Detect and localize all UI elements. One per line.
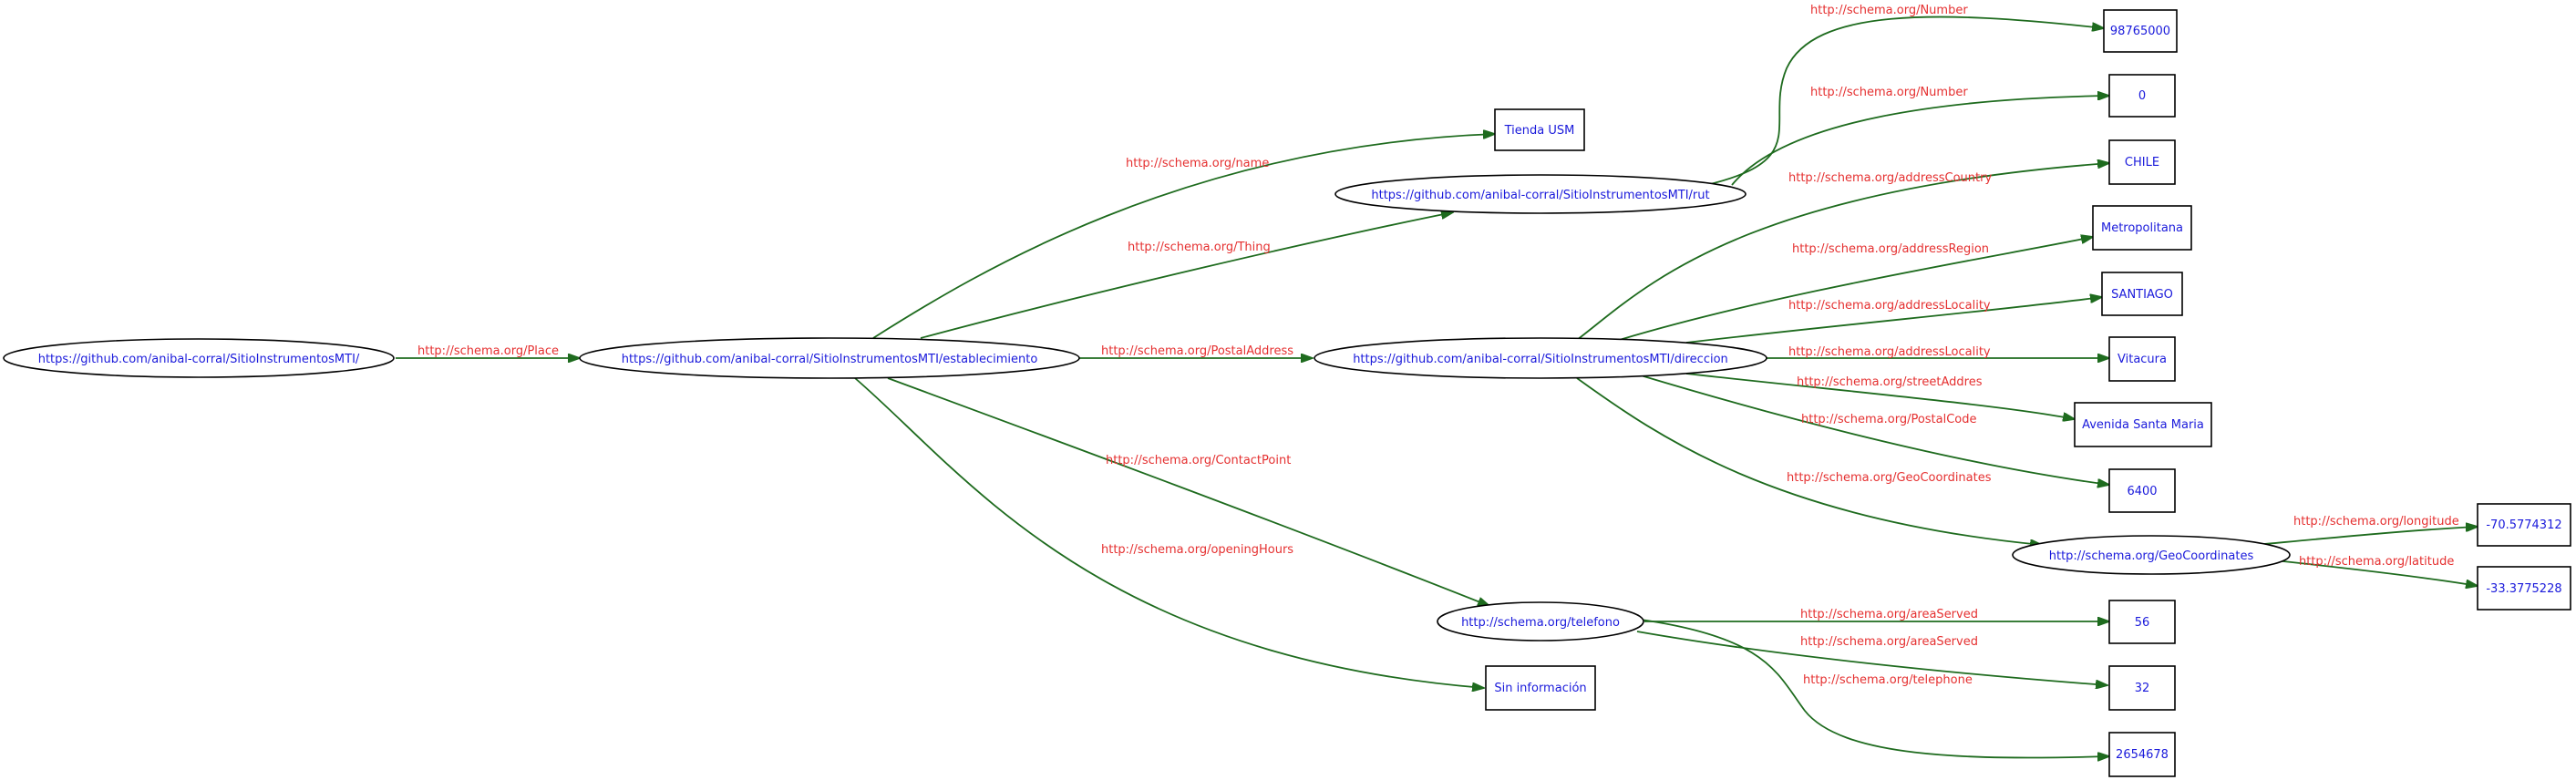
literal-locality-2-label: Vitacura	[2117, 353, 2167, 366]
literal-locality-1: SANTIAGO	[2101, 272, 2183, 316]
edge-label-area-served-2: http://schema.org/areaServed	[1800, 635, 1978, 649]
edge-address-region	[1613, 237, 2093, 343]
literal-country-label: CHILE	[2125, 156, 2159, 169]
edge-label-address-region: http://schema.org/addressRegion	[1792, 242, 1989, 256]
edge-label-contact-point: http://schema.org/ContactPoint	[1106, 454, 1291, 467]
node-establecimiento-label: https://github.com/anibal-corral/SitioIn…	[622, 353, 1038, 366]
literal-locality-1-label: SANTIAGO	[2111, 288, 2173, 302]
literal-longitude: -70.5774312	[2477, 503, 2571, 547]
edge-label-thing: http://schema.org/Thing	[1128, 241, 1271, 254]
edge-thing	[920, 212, 1453, 339]
edge-number-2	[1731, 96, 2109, 186]
edge-label-address-locality-2: http://schema.org/addressLocality	[1788, 345, 1991, 359]
edge-label-number-1: http://schema.org/Number	[1810, 4, 1968, 17]
literal-postal-label: 6400	[2127, 485, 2157, 498]
literal-area-1: 56	[2108, 600, 2176, 644]
node-telefono-label: http://schema.org/telefono	[1461, 616, 1620, 630]
edge-postal-code	[1640, 375, 2109, 485]
edge-label-address-country: http://schema.org/addressCountry	[1788, 171, 1992, 185]
edge-street-address	[1685, 373, 2075, 419]
edge-label-postal-code: http://schema.org/PostalCode	[1801, 413, 1977, 426]
edge-address-locality-1	[1685, 297, 2102, 344]
literal-street-label: Avenida Santa Maria	[2082, 418, 2204, 432]
literal-area-2: 32	[2108, 665, 2176, 711]
edge-label-telephone: http://schema.org/telephone	[1803, 673, 1973, 687]
literal-longitude-label: -70.5774312	[2486, 518, 2561, 532]
literal-locality-2: Vitacura	[2108, 336, 2176, 382]
literal-latitude: -33.3775228	[2477, 566, 2571, 611]
edge-label-latitude: http://schema.org/latitude	[2299, 555, 2454, 569]
literal-phone-label: 2654678	[2116, 748, 2169, 762]
node-root: https://github.com/anibal-corral/SitioIn…	[3, 338, 395, 378]
literal-street: Avenida Santa Maria	[2074, 402, 2212, 447]
edge-name	[872, 134, 1495, 339]
edge-telephone	[1640, 619, 2109, 758]
node-direccion: https://github.com/anibal-corral/SitioIn…	[1314, 337, 1767, 379]
edge-label-opening-hours: http://schema.org/openingHours	[1101, 543, 1293, 557]
literal-number-1-label: 98765000	[2110, 25, 2170, 38]
literal-country: CHILE	[2108, 139, 2176, 185]
edge-contact-point	[887, 377, 1489, 606]
literal-nodes: Tienda USM Sin información 98765000 0 CH…	[1485, 9, 2571, 777]
resource-nodes: https://github.com/anibal-corral/SitioIn…	[3, 174, 2291, 641]
edge-label-postal-address: http://schema.org/PostalAddress	[1101, 344, 1293, 358]
literal-postal: 6400	[2108, 468, 2176, 513]
edge-area-served-2	[1636, 631, 2107, 685]
literal-sin-informacion: Sin información	[1485, 665, 1596, 711]
edge-label-area-served-1: http://schema.org/areaServed	[1800, 608, 1978, 621]
node-establecimiento: https://github.com/anibal-corral/SitioIn…	[579, 337, 1080, 379]
node-geo-coordinates: http://schema.org/GeoCoordinates	[2012, 535, 2291, 575]
literal-phone: 2654678	[2108, 732, 2176, 777]
literal-tienda-label: Tienda USM	[1504, 124, 1575, 138]
edge-label-geo-coordinates: http://schema.org/GeoCoordinates	[1787, 471, 1992, 485]
edge-label-number-2: http://schema.org/Number	[1810, 86, 1968, 99]
literal-number-2-label: 0	[2138, 89, 2146, 103]
literal-sin-informacion-label: Sin información	[1494, 682, 1586, 695]
literal-area-1-label: 56	[2135, 616, 2150, 630]
node-telefono: http://schema.org/telefono	[1437, 601, 1644, 641]
literal-region-label: Metropolitana	[2101, 221, 2183, 235]
edge-labels: http://schema.org/Place http://schema.or…	[417, 4, 2459, 687]
literal-number-2: 0	[2108, 74, 2176, 118]
edge-label-longitude: http://schema.org/longitude	[2293, 515, 2459, 529]
node-rut: https://github.com/anibal-corral/SitioIn…	[1334, 174, 1747, 214]
literal-tienda: Tienda USM	[1494, 108, 1585, 151]
node-rut-label: https://github.com/anibal-corral/SitioIn…	[1371, 189, 1709, 202]
edge-label-address-locality-1: http://schema.org/addressLocality	[1788, 299, 1991, 313]
edge-latitude	[2265, 559, 2478, 586]
literal-region: Metropolitana	[2092, 205, 2192, 251]
edge-geo-coordinates	[1576, 377, 2042, 545]
literal-latitude-label: -33.3775228	[2486, 582, 2561, 596]
edge-longitude	[2254, 527, 2478, 546]
edge-address-country	[1576, 163, 2109, 341]
literal-area-2-label: 32	[2135, 682, 2150, 695]
edge-label-name: http://schema.org/name	[1126, 157, 1269, 170]
node-direccion-label: https://github.com/anibal-corral/SitioIn…	[1353, 353, 1728, 366]
edge-label-street-address: http://schema.org/streetAddres	[1797, 375, 1983, 389]
edge-number-1	[1705, 15, 2104, 186]
edges	[396, 15, 2478, 758]
literal-number-1: 98765000	[2103, 9, 2178, 53]
edge-opening-hours	[854, 377, 1484, 688]
edge-label-place: http://schema.org/Place	[417, 344, 559, 358]
node-geo-coordinates-label: http://schema.org/GeoCoordinates	[2049, 549, 2254, 563]
node-root-label: https://github.com/anibal-corral/SitioIn…	[38, 353, 360, 366]
